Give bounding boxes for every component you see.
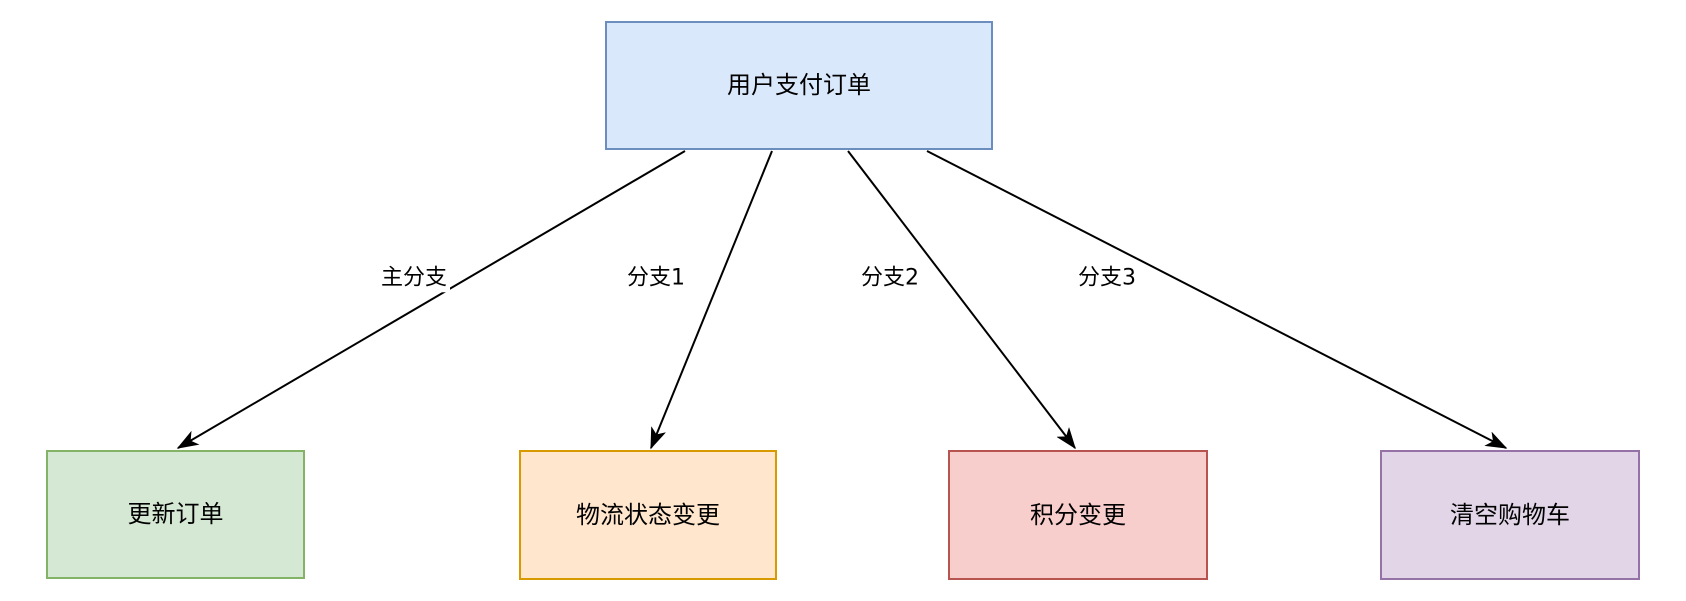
node-clear-cart-label: 清空购物车 — [1450, 500, 1570, 529]
node-logistics-status-change-label: 物流状态变更 — [576, 500, 720, 529]
node-update-order[interactable]: 更新订单 — [46, 450, 305, 579]
node-logistics-status-change[interactable]: 物流状态变更 — [519, 450, 777, 580]
edge-label-branch2: 分支2 — [858, 264, 922, 292]
edge-branch2-arrow — [847, 150, 1075, 448]
node-user-pays-order-label: 用户支付订单 — [727, 71, 871, 100]
edge-label-branch3: 分支3 — [1075, 264, 1139, 292]
edge-branch1-arrow — [650, 150, 773, 448]
edge-branch3-arrow — [926, 150, 1506, 449]
node-user-pays-order[interactable]: 用户支付订单 — [605, 21, 993, 150]
node-update-order-label: 更新订单 — [127, 500, 224, 529]
edge-label-branch1: 分支1 — [624, 264, 688, 292]
edge-label-main-branch: 主分支 — [377, 264, 451, 292]
node-points-change[interactable]: 积分变更 — [948, 450, 1208, 580]
node-points-change-label: 积分变更 — [1030, 500, 1126, 529]
edge-main-branch-arrow — [178, 150, 686, 449]
node-clear-cart[interactable]: 清空购物车 — [1380, 450, 1640, 580]
